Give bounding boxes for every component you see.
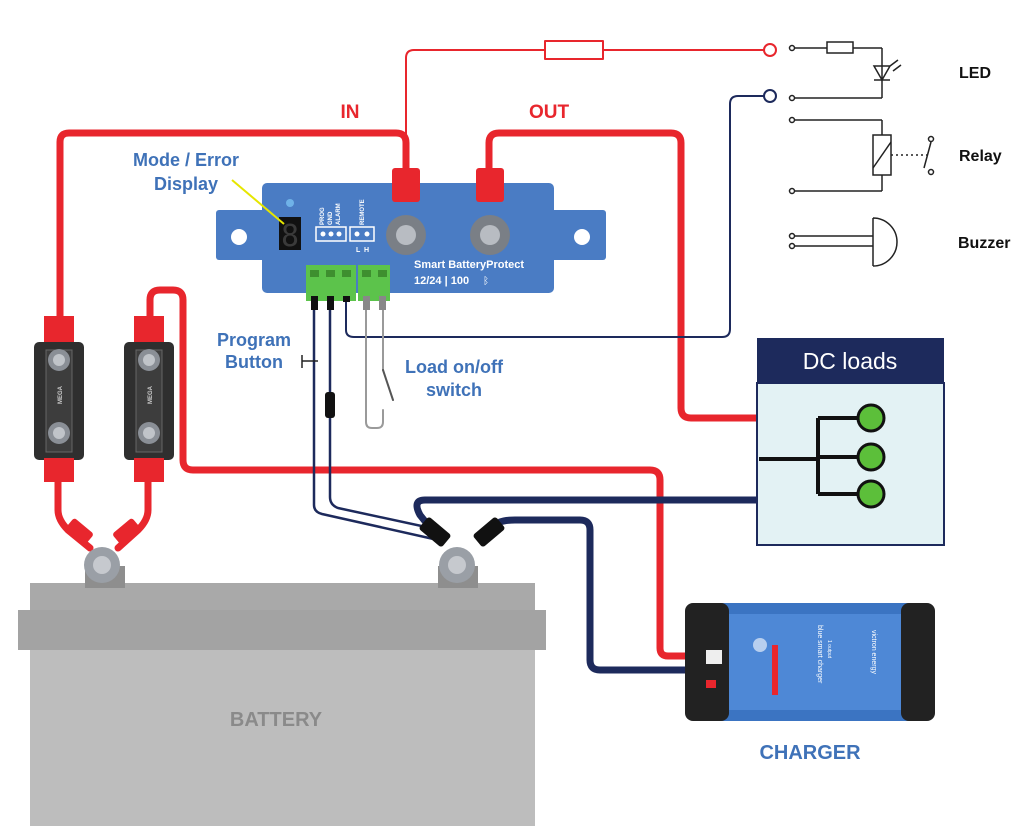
resistor-icon [544,40,604,60]
fuse-left-label: MEGA [58,385,64,404]
buzzer-icon [872,217,898,267]
mode-error-label-line2: Display [154,174,218,194]
buzzer-label: Buzzer [958,235,1010,252]
alarm-terminal-negative [763,89,777,103]
pin-remote-label: REMOTE [360,199,366,225]
charger-model: blue smart charger [816,625,823,684]
program-label-line1: Program [217,330,291,350]
in-label: IN [341,102,360,123]
load-3 [856,479,886,509]
load-switch-label-line2: switch [426,380,482,400]
wire-fuse-to-charger [146,286,716,660]
mode-error-label-line1: Mode / Error [133,150,239,170]
load-switch-label-line1: Load on/off [405,357,504,377]
dc-loads-header [757,338,944,383]
wire-alarm-positive [405,49,764,171]
wire-negative-to-loads [413,496,762,534]
program-label-line2: Button [225,352,283,372]
led-resistor-icon [826,41,854,54]
charger-brand: victron energy [870,630,877,674]
dc-loads: DC loads [756,338,945,546]
load-switch-lever [382,369,394,401]
wire-gnd [312,294,440,542]
pin-h-label: H [364,247,369,254]
fuse-right: MEGA [124,316,174,482]
alarm-terminal-positive [763,43,777,57]
led-label: LED [959,65,991,82]
wire-negative-to-charger [488,516,716,674]
pin-prog-label: PROG [320,207,326,225]
wire-prog [328,294,442,532]
mount-hole-left [231,229,247,245]
mode-error-pointer [231,179,285,225]
wire-out-to-loads [485,129,762,422]
fuse-right-label: MEGA [148,385,154,404]
charger: blue smart charger 1 output victron ener… [685,603,935,721]
relay-label: Relay [959,148,1002,165]
smart-battery-protect: 8 PROG GND ALARM REMOTE L H Smart [216,168,606,310]
charger-sub: 1 output [826,640,832,659]
pin-l-label: L [356,247,361,254]
program-button-connector [325,392,335,418]
load-1 [856,403,886,433]
device-name: Smart BatteryProtect [414,259,524,271]
pin-alarm-label: ALARM [336,203,342,225]
battery: BATTERY [18,517,546,826]
load-2 [856,442,886,472]
led-icon [872,59,902,82]
device-rating: 12/24 | 100 [414,275,469,287]
bluetooth-icon: ᛒ [483,276,489,287]
wire-load-switch [365,299,384,429]
mount-hole-right [574,229,590,245]
wire-alarm-return [345,95,764,338]
dc-loads-title: DC loads [803,348,898,374]
mode-error-display [279,217,301,250]
fuse-left: MEGA [34,316,84,482]
display-digit: 8 [281,219,299,254]
program-button-icon [301,355,318,368]
alarm-outputs [763,41,935,267]
pin-gnd-label: GND [328,211,334,225]
charger-label: CHARGER [759,742,861,764]
out-label: OUT [529,102,570,123]
battery-label: BATTERY [230,709,323,731]
